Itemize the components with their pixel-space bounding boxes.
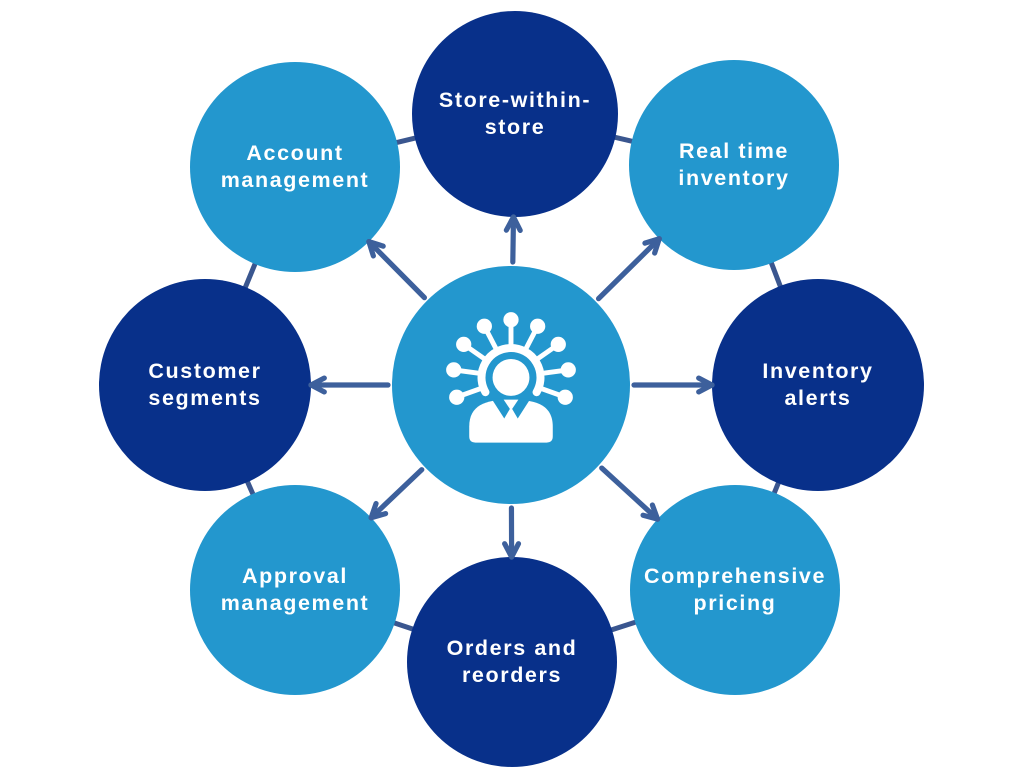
icon-spoke (459, 368, 480, 376)
hub-arrow (599, 465, 661, 522)
node-label-line: Comprehensive (643, 564, 827, 589)
hub-arrowhead (696, 382, 715, 395)
node-label-line: inventory (678, 166, 790, 190)
hub-arrowhead (502, 541, 515, 560)
node-label-line: Approval (242, 564, 348, 589)
hub-arrowhead (642, 236, 662, 246)
icon-spoke (523, 330, 538, 351)
hub-arrowhead (640, 512, 661, 522)
hub-arrow (366, 238, 428, 301)
icon-spoke (540, 386, 561, 398)
hub-arrowhead (368, 510, 389, 521)
node-label-line: store (484, 115, 546, 139)
icon-spoke-dot (560, 362, 576, 378)
hub-arrowhead (509, 541, 522, 560)
node-label-line: Inventory (762, 359, 874, 384)
node-label-line: reorders (461, 663, 563, 687)
icon-spoke-dot (503, 312, 519, 328)
node-label-line: segments (148, 386, 262, 410)
node-approval-management: Approval management (190, 485, 400, 695)
node-account-management: Account management (190, 62, 400, 272)
icon-spoke-dot (557, 389, 573, 405)
node-label: Store-within- store (439, 87, 591, 141)
icon-spoke (484, 330, 499, 351)
hub-arrowhead (510, 214, 523, 233)
hub-arrowhead (696, 375, 715, 388)
node-label: Real time inventory (678, 138, 789, 192)
node-label-line: Customer (148, 359, 262, 384)
node-label-line: Real time (678, 139, 789, 164)
node-label-line: Orders and (446, 636, 578, 661)
hub-arrow (510, 214, 517, 265)
hub-arrowhead (368, 500, 379, 521)
hub-arrowhead (308, 382, 327, 395)
icon-spoke-dot (476, 318, 492, 334)
node-label: Comprehensive pricing (644, 563, 826, 617)
node-label-line: management (220, 168, 370, 192)
person-network-icon (446, 312, 576, 443)
icon-spoke (461, 386, 482, 398)
center-hub (392, 266, 630, 504)
icon-tie-blade (502, 406, 520, 438)
node-label-line: pricing (693, 591, 777, 615)
node-label-line: management (220, 591, 370, 615)
node-label-line: alerts (784, 386, 852, 410)
node-label-line: Store-within- (438, 88, 592, 113)
icon-spoke-dot (449, 389, 465, 405)
icon-spoke-dot (446, 362, 462, 378)
node-label: Account management (221, 140, 370, 194)
icon-spoke (542, 368, 563, 376)
node-orders-and-reorders: Orders and reorders (407, 557, 617, 767)
node-label: Orders and reorders (447, 635, 578, 689)
icon-spoke-dot (456, 336, 472, 352)
node-customer-segments: Customer segments (99, 279, 311, 491)
icon-spoke (535, 345, 555, 362)
icon-spoke-dot (550, 336, 566, 352)
hub-arrowhead (652, 236, 662, 256)
hub-arrow (368, 467, 425, 521)
node-inventory-alerts: Inventory alerts (712, 279, 924, 491)
node-label: Inventory alerts (762, 358, 873, 412)
hub-arrowhead (366, 238, 386, 249)
node-comprehensive-pricing: Comprehensive pricing (630, 485, 840, 695)
hub-arrowhead (308, 375, 327, 388)
icon-tie-knot (503, 399, 519, 411)
icon-spoke-dot (530, 318, 546, 334)
node-label-line: Account (246, 141, 344, 166)
icon-halo-arc (477, 344, 545, 397)
hub-arrow (595, 236, 662, 302)
icon-spoke (467, 345, 487, 362)
node-real-time-inventory: Real time inventory (629, 60, 839, 270)
node-label: Approval management (221, 563, 370, 617)
hub-arrowhead (366, 238, 376, 259)
icon-head (492, 359, 530, 396)
node-store-within-store: Store-within- store (412, 11, 618, 217)
hub-arrowhead (503, 214, 517, 233)
hub-arrowhead (649, 502, 661, 522)
node-label: Customer segments (148, 358, 261, 412)
